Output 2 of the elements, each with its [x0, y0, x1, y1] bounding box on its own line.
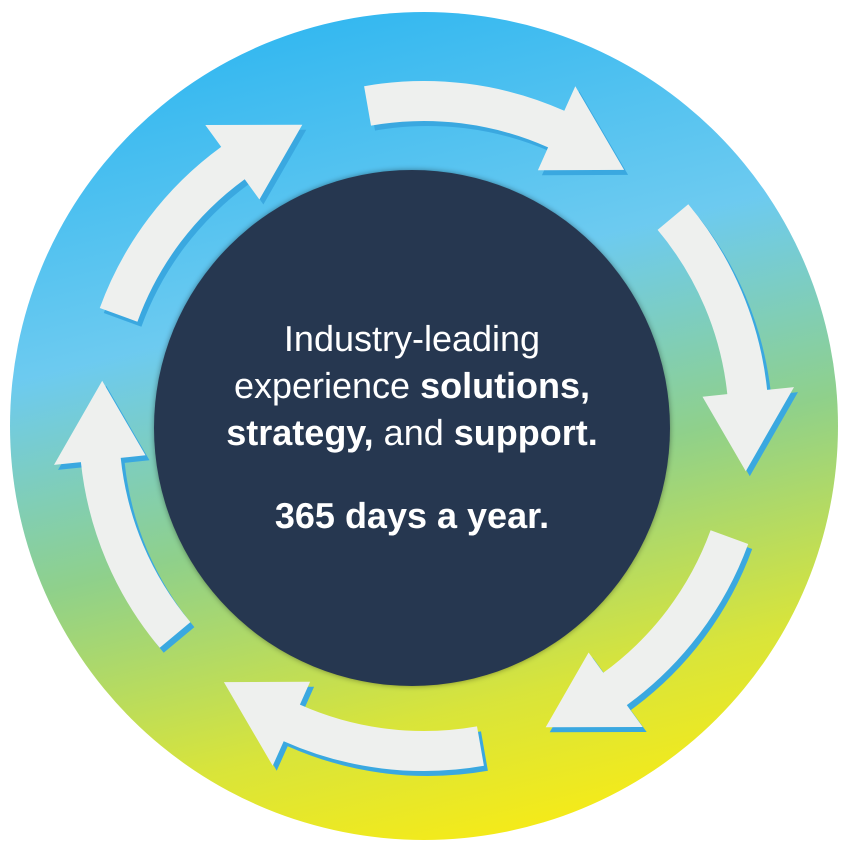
- tagline-text: 365 days a year.: [274, 494, 550, 538]
- headline-text: Industry-leading experience solutions, strategy, and support.: [225, 317, 599, 455]
